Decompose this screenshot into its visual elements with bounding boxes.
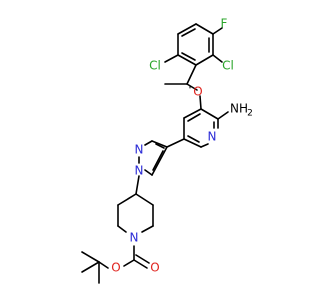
piperidine-ring bbox=[117, 193, 154, 233]
pyridine-pyrazole-bond bbox=[166, 138, 185, 148]
atom-label-n-pyridine: N bbox=[208, 130, 217, 144]
c-f-bond bbox=[212, 27, 223, 35]
atom-label-n-pyrazole-top: N bbox=[135, 143, 144, 157]
molecule-svg: F Cl Cl O NH 2 N N N N O O bbox=[81, 17, 253, 284]
atom-label-nh2: NH 2 bbox=[230, 102, 253, 119]
atom-label-cl-right: Cl bbox=[222, 59, 234, 73]
atom-label-n-piperidine: N bbox=[130, 231, 139, 245]
c-cl-right-bond bbox=[212, 54, 223, 63]
ester-bond bbox=[123, 259, 135, 267]
aminopyridine-ring bbox=[183, 108, 219, 148]
atom-label-o-carbonyl: O bbox=[150, 261, 159, 275]
pyrazole-ring bbox=[138, 140, 168, 176]
carbonyl-double-bond-a bbox=[133, 259, 148, 269]
pyrazole-piperidine-bond bbox=[135, 175, 140, 195]
c-nh2-bond bbox=[217, 111, 229, 120]
chiral-ethyl-linker bbox=[164, 64, 198, 91]
carbonyl-double-bond-b bbox=[135, 254, 150, 264]
tert-butyl-group bbox=[81, 251, 109, 284]
atom-label-n-pyrazole-bottom: N bbox=[135, 164, 144, 178]
molecule-structure-diagram: F Cl Cl O NH 2 N N N N O O bbox=[81, 17, 253, 284]
atom-label-o-ester: O bbox=[111, 261, 120, 275]
atom-label-cl-left: Cl bbox=[149, 59, 161, 73]
dichlorofluorophenyl-ring bbox=[177, 23, 214, 66]
c-cl-left-bond bbox=[164, 54, 179, 63]
atom-label-o-ether: O bbox=[193, 85, 202, 99]
o-pyridine-bond bbox=[199, 95, 202, 110]
atom-label-nh: NH bbox=[230, 102, 248, 116]
atom-label-nh2-subscript: 2 bbox=[247, 109, 253, 119]
atom-label-f: F bbox=[221, 17, 228, 31]
